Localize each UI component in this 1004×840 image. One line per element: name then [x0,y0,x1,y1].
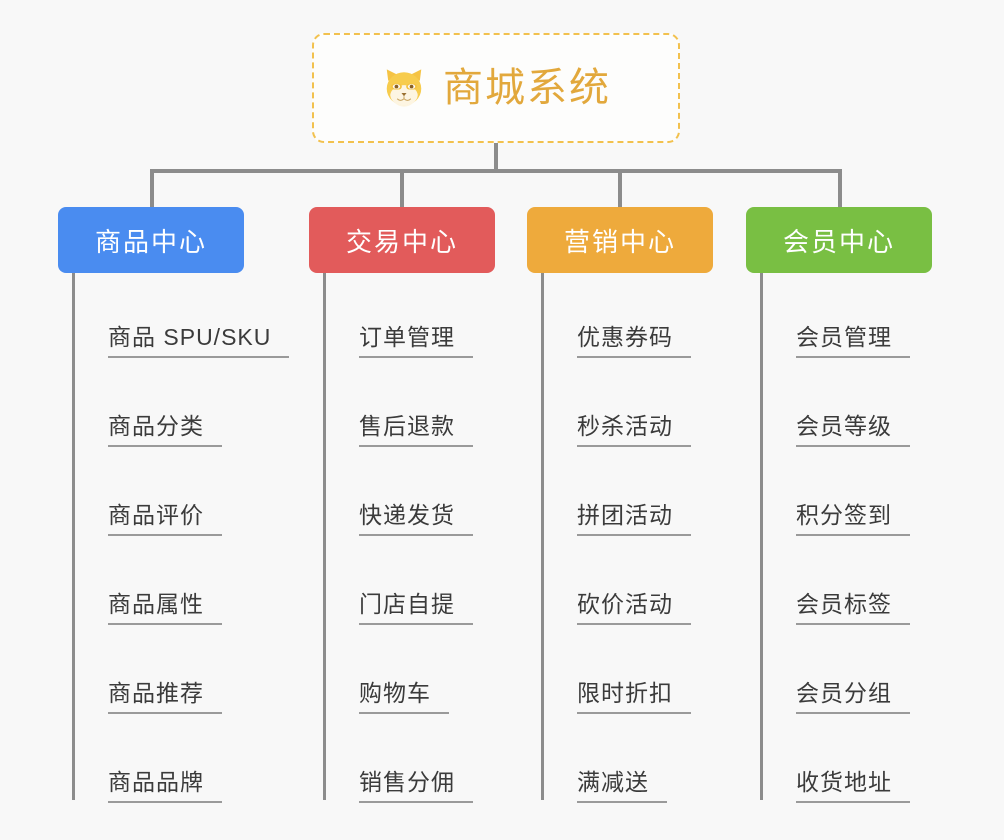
shiba-dog-icon [386,69,422,107]
list-item[interactable]: 限时折扣 [541,625,713,714]
leaf-label: 商品属性 [108,591,222,625]
list-item[interactable]: 商品属性 [72,536,244,625]
leaf-label: 购物车 [359,680,449,714]
leaf-label: 限时折扣 [577,680,691,714]
category-header-marketing-center[interactable]: 营销中心 [527,207,713,273]
leaf-label: 销售分佣 [359,769,473,803]
leaf-list-marketing-center: 优惠券码 秒杀活动 拼团活动 砍价活动 限时折扣 满减送 [541,273,713,803]
category-header-trade-center[interactable]: 交易中心 [309,207,495,273]
leaf-label: 订单管理 [359,324,473,358]
list-item[interactable]: 购物车 [323,625,495,714]
leaf-list-member-center: 会员管理 会员等级 积分签到 会员标签 会员分组 收货地址 [760,273,932,803]
root-title: 商城系统 [443,66,611,110]
category-title: 交易中心 [345,226,458,257]
connector-root-stem [494,143,498,171]
leaf-label: 商品品牌 [108,769,222,803]
list-item[interactable]: 商品推荐 [72,625,244,714]
list-item[interactable]: 积分签到 [760,447,932,536]
connector-drop-4 [838,171,842,209]
list-item[interactable]: 销售分佣 [323,714,495,803]
leaf-label: 满减送 [577,769,667,803]
leaf-label: 会员管理 [796,324,910,358]
list-item[interactable]: 优惠券码 [541,273,713,358]
connector-horizontal-bus [150,169,842,173]
list-item[interactable]: 售后退款 [323,358,495,447]
leaf-list-trade-center: 订单管理 售后退款 快递发货 门店自提 购物车 销售分佣 [323,273,495,803]
list-item[interactable]: 拼团活动 [541,447,713,536]
leaf-label: 会员分组 [796,680,910,714]
list-item[interactable]: 商品品牌 [72,714,244,803]
branch-product-center: 商品中心 商品 SPU/SKU 商品分类 商品评价 商品属性 商品推荐 商品品牌 [58,207,290,803]
leaf-label: 商品 SPU/SKU [108,324,290,358]
list-item[interactable]: 满减送 [541,714,713,803]
connector-drop-3 [618,171,622,209]
leaf-label: 商品推荐 [108,680,222,714]
list-item[interactable]: 会员等级 [760,358,932,447]
category-header-member-center[interactable]: 会员中心 [746,207,932,273]
leaf-label: 会员等级 [796,413,910,447]
list-item[interactable]: 商品 SPU/SKU [72,273,290,358]
list-item[interactable]: 收货地址 [760,714,932,803]
list-item[interactable]: 砍价活动 [541,536,713,625]
leaf-label: 优惠券码 [577,324,691,358]
leaf-label: 积分签到 [796,502,910,536]
list-item[interactable]: 会员分组 [760,625,932,714]
list-item[interactable]: 快递发货 [323,447,495,536]
leaf-label: 砍价活动 [577,591,691,625]
leaf-label: 快递发货 [359,502,473,536]
leaf-label: 门店自提 [359,591,473,625]
connector-drop-1 [150,171,154,209]
list-item[interactable]: 门店自提 [323,536,495,625]
list-item[interactable]: 商品评价 [72,447,244,536]
branch-member-center: 会员中心 会员管理 会员等级 积分签到 会员标签 会员分组 收货地址 [746,207,932,803]
category-title: 会员中心 [782,226,895,257]
list-item[interactable]: 会员标签 [760,536,932,625]
leaf-label: 拼团活动 [577,502,691,536]
list-item[interactable]: 商品分类 [72,358,244,447]
leaf-label: 会员标签 [796,591,910,625]
leaf-label: 秒杀活动 [577,413,691,447]
list-item[interactable]: 会员管理 [760,273,932,358]
connector-drop-2 [400,171,404,209]
root-node[interactable]: 商城系统 [312,33,680,143]
leaf-label: 售后退款 [359,413,473,447]
branch-marketing-center: 营销中心 优惠券码 秒杀活动 拼团活动 砍价活动 限时折扣 满减送 [527,207,713,803]
leaf-list-product-center: 商品 SPU/SKU 商品分类 商品评价 商品属性 商品推荐 商品品牌 [72,273,290,803]
branch-trade-center: 交易中心 订单管理 售后退款 快递发货 门店自提 购物车 销售分佣 [309,207,495,803]
list-item[interactable]: 秒杀活动 [541,358,713,447]
list-item[interactable]: 订单管理 [323,273,495,358]
category-title: 营销中心 [563,226,676,257]
category-title: 商品中心 [94,226,207,257]
leaf-label: 商品评价 [108,502,222,536]
leaf-label: 收货地址 [796,769,910,803]
leaf-label: 商品分类 [108,413,222,447]
category-header-product-center[interactable]: 商品中心 [58,207,244,273]
